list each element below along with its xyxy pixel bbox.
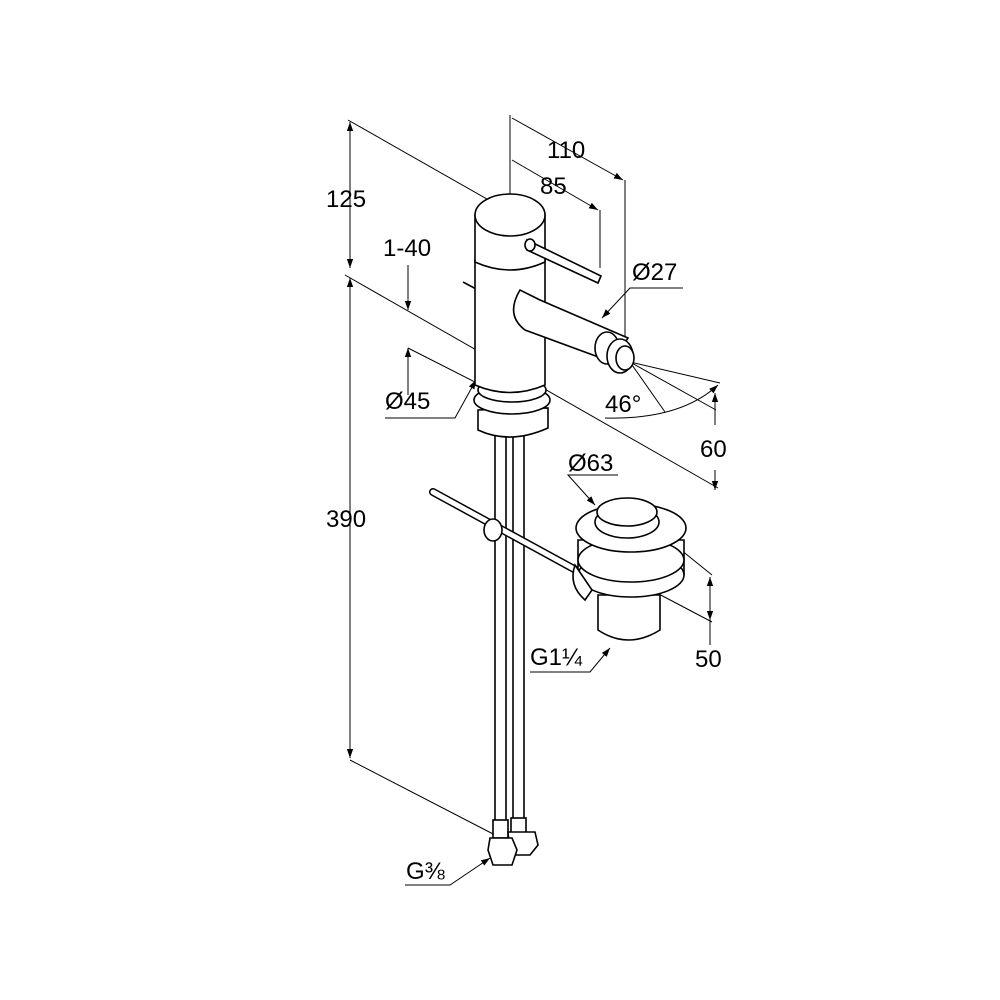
dim-height-total: 390 (326, 506, 367, 533)
dim-spout-diameter: Ø27 (632, 259, 678, 286)
dim-reach-spout: 85 (540, 173, 567, 200)
dim-reach-lever: 110 (547, 137, 586, 164)
waste-drain (572, 497, 687, 641)
mixer-body (462, 193, 635, 438)
dim-supply-thread: G⅜ (406, 858, 445, 885)
dim-deck-thickness: 1-40 (383, 235, 432, 262)
dim-drain-height: 50 (695, 646, 722, 673)
dim-spout-height: 60 (700, 436, 727, 463)
supply-hoses (487, 429, 539, 866)
dim-drain-thread: G1¼ (530, 644, 583, 671)
dim-height-top: 125 (326, 186, 367, 213)
popup-rod (429, 488, 589, 579)
dim-drain-diameter: Ø63 (568, 450, 614, 477)
dim-spray-angle: 46° (605, 391, 642, 418)
dim-body-diameter: Ø45 (385, 388, 431, 415)
